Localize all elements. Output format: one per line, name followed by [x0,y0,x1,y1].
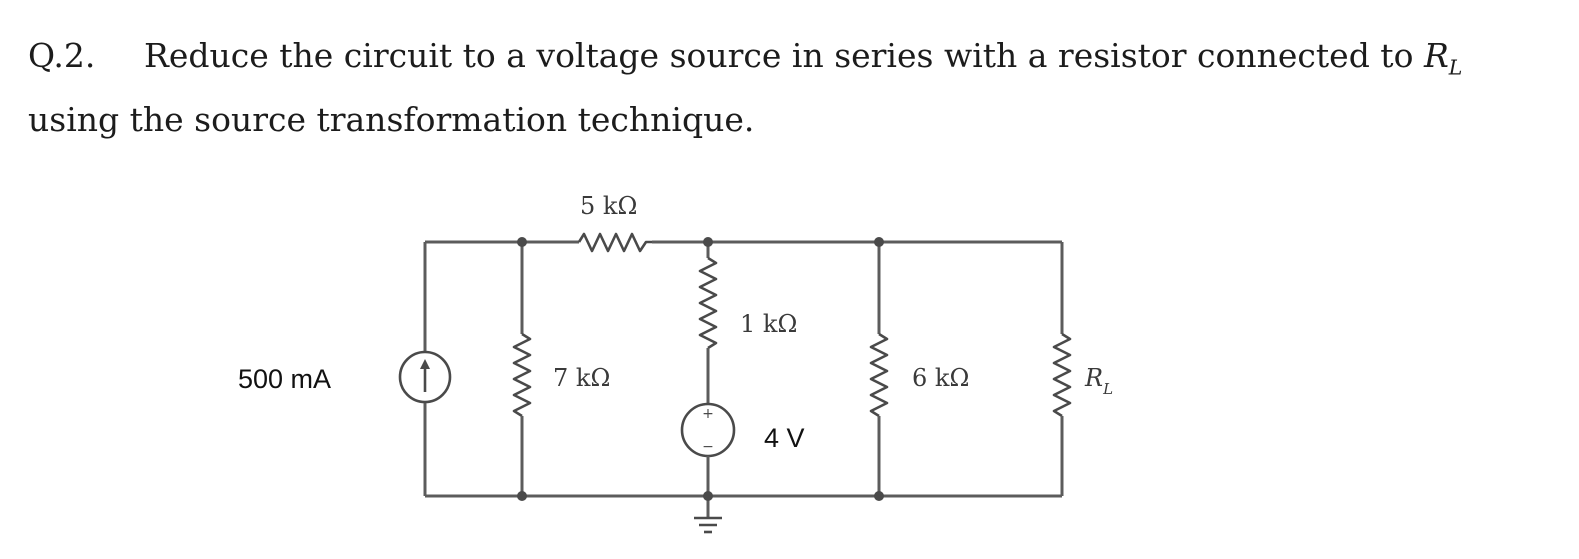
question-line-2: using the source transformation techniqu… [28,99,755,139]
resistor-6k [869,332,889,418]
question-text: Q.2. Reduce the circuit to a voltage sour… [28,30,1528,146]
load-label: RL [1084,364,1113,398]
plus-sign: + [702,406,714,422]
load-resistor-symbol: RL [1423,36,1463,80]
junction-top-7k [517,237,527,247]
junction-bottom-ground [703,491,713,501]
junction-bottom-7k [517,491,527,501]
question-number: Q.2. [28,36,96,75]
resistor-load [1052,332,1072,418]
r7k-label: 7 kΩ [553,364,610,392]
question-line-1-text: Reduce the circuit to a voltage source i… [144,36,1414,75]
r6k-label: 6 kΩ [912,364,969,392]
junction-top-6k [874,237,884,247]
resistor-1k [698,256,718,350]
junction-bottom-6k [874,491,884,501]
r1k-label: 1 kΩ [740,310,797,338]
resistor-5k [577,232,652,253]
voltage-source-label: 4 V [764,423,805,453]
current-source-label: 500 mA [238,364,331,394]
minus-sign: − [702,439,714,455]
question-line-1: Q.2. Reduce the circuit to a voltage sour… [28,30,1528,94]
resistor-7k [512,332,532,418]
current-source [398,350,452,404]
ground-icon [694,496,722,534]
r5k-label: 5 kΩ [580,192,637,220]
voltage-source: + − [680,402,736,458]
up-arrow-icon [420,359,430,392]
junction-top-1k [703,237,713,247]
